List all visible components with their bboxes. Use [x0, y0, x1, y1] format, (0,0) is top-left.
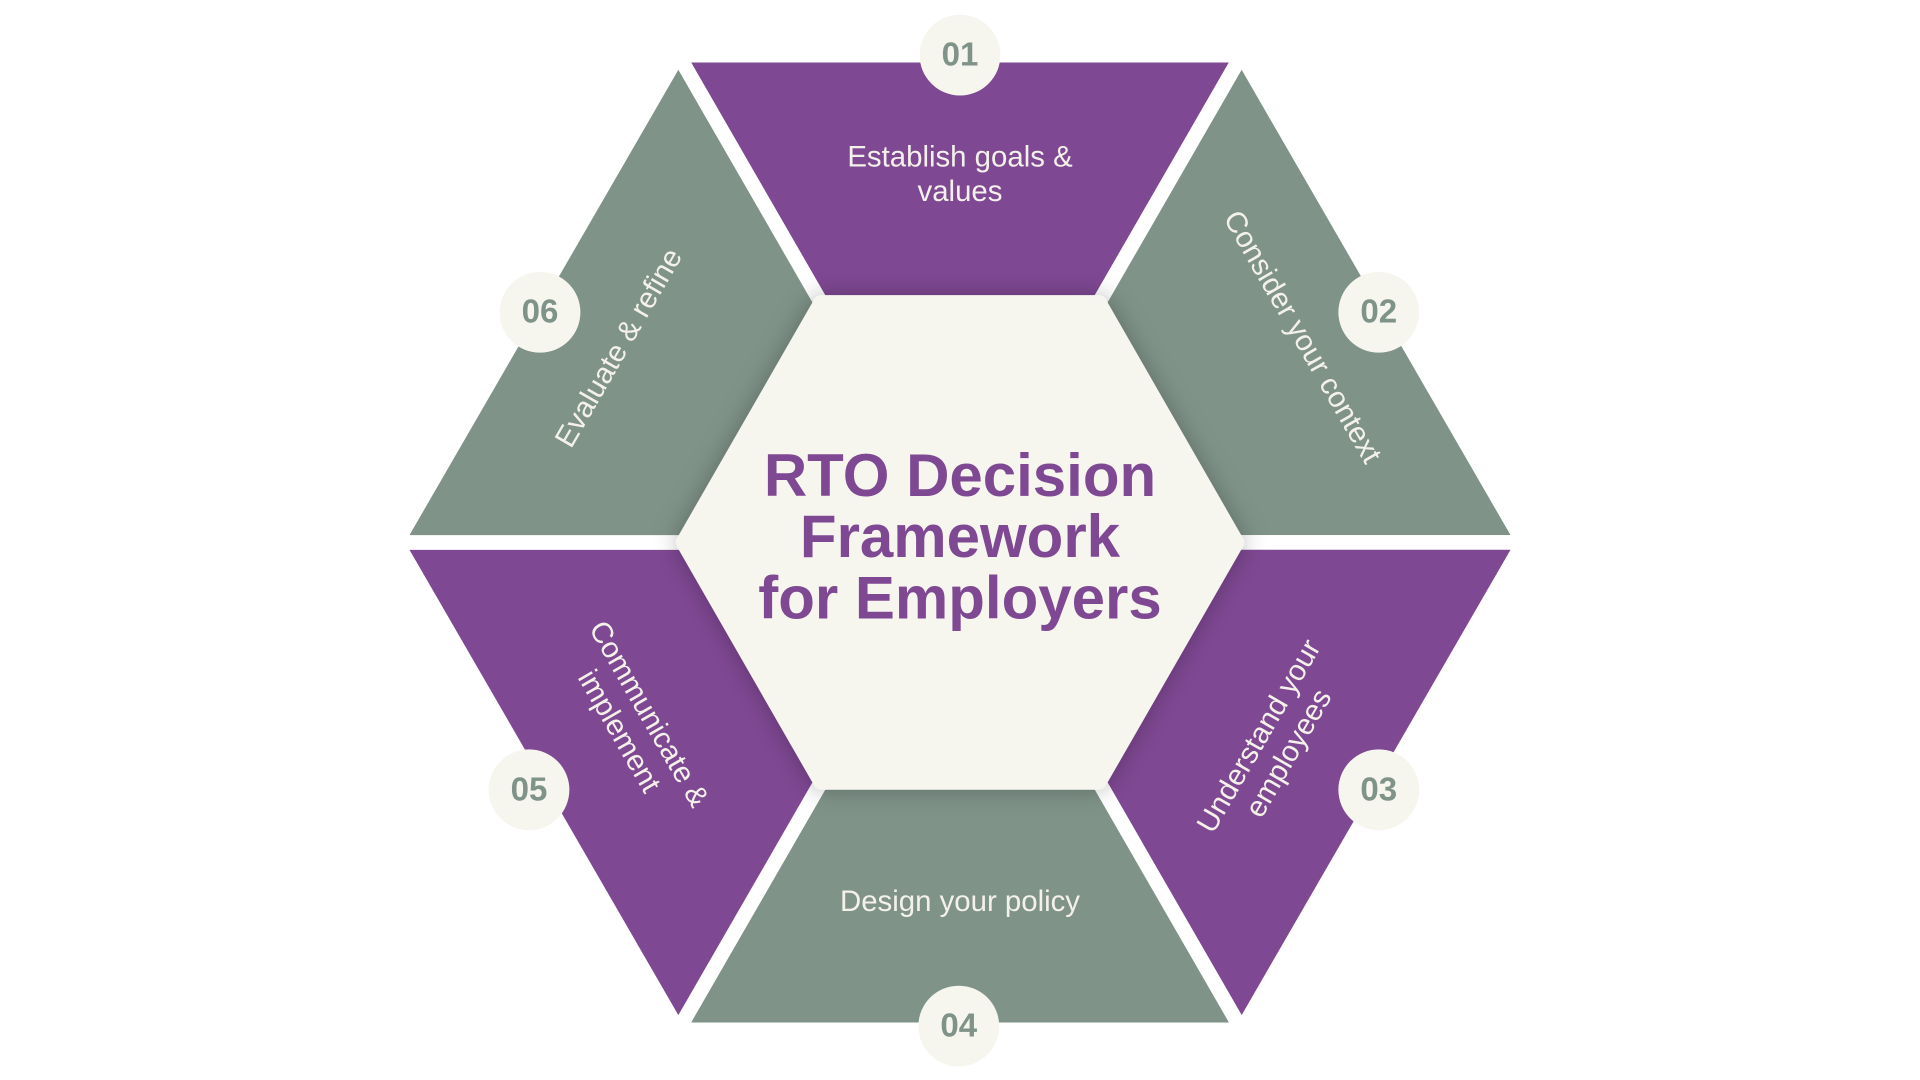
- center-hexagon: [675, 295, 1245, 790]
- step-01-number: 01: [942, 37, 979, 74]
- step-04-label: Design your policy: [840, 885, 1080, 918]
- title-line-3: for Employers: [758, 564, 1161, 631]
- step-06-number: 06: [522, 294, 559, 331]
- step-05-badge: 05: [488, 749, 570, 831]
- step-06-badge: 06: [499, 271, 581, 353]
- step-04-badge: 04: [918, 985, 1000, 1067]
- step-01-label-1: Establish goals &: [847, 141, 1073, 174]
- step-02-number: 02: [1360, 294, 1397, 331]
- step-03-badge: 03: [1338, 749, 1420, 831]
- title-line-1: RTO Decision: [764, 442, 1156, 509]
- step-05-number: 05: [511, 771, 548, 808]
- step-01-label-2: values: [918, 175, 1003, 208]
- step-03-number: 03: [1360, 771, 1397, 808]
- center-title: RTO Decision Framework for Employers: [758, 442, 1161, 631]
- step-01-badge: 01: [919, 14, 1001, 96]
- step-02-badge: 02: [1338, 271, 1420, 353]
- step-04-number: 04: [940, 1008, 977, 1045]
- title-line-2: Framework: [800, 503, 1121, 570]
